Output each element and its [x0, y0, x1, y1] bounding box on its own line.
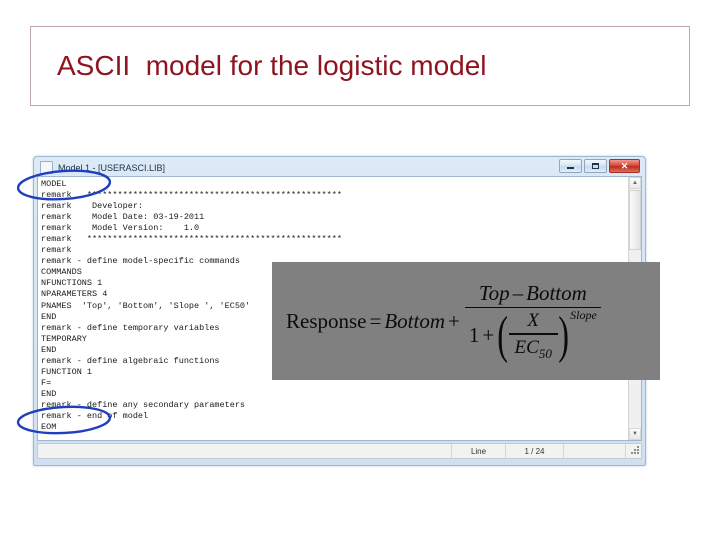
main-fraction: Top–Bottom 1 + ( X EC50 ) Slope: [464, 281, 601, 365]
window-controls[interactable]: ✕: [559, 159, 640, 173]
status-line-label: Line: [452, 444, 506, 458]
code-line: END: [41, 311, 57, 322]
code-line: remark - define algebraic functions: [41, 355, 220, 366]
status-blank-left: [38, 444, 452, 458]
code-line: END: [41, 388, 57, 399]
code-line: F=: [41, 377, 52, 388]
paren-close: ): [558, 307, 569, 365]
status-line-value: 1 / 24: [506, 444, 564, 458]
logistic-equation: Response = Bottom + Top–Bottom 1 + ( X E…: [272, 281, 603, 362]
code-line: TEMPORARY: [41, 333, 87, 344]
ec-label: EC: [514, 336, 539, 358]
denominator-plus: +: [482, 323, 495, 348]
minimize-icon: [567, 167, 574, 169]
code-line: remark Model Date: 03-19-2011: [41, 212, 205, 223]
maximize-icon: [592, 163, 599, 169]
denominator-one: 1: [468, 323, 480, 348]
status-bar: Line 1 / 24: [37, 443, 642, 459]
numerator-minus: –: [512, 280, 524, 305]
scroll-up-arrow-icon[interactable]: ▲: [629, 177, 641, 189]
paren-open: (: [497, 307, 509, 365]
resize-grip-icon[interactable]: [626, 444, 641, 458]
scrollbar-thumb[interactable]: [629, 190, 641, 250]
code-line: remark - define model-specific commands: [41, 256, 240, 267]
fraction-bar: [464, 306, 601, 309]
code-line: PNAMES 'Top', 'Bottom', 'Slope ', 'EC50': [41, 300, 251, 311]
formula-bottom-term: Bottom: [384, 308, 446, 333]
slope-exponent: Slope: [570, 308, 597, 323]
ec-subscript: 50: [538, 345, 552, 361]
minimize-button[interactable]: [559, 159, 582, 173]
document-icon: [40, 161, 53, 174]
code-line: remark *********************************…: [41, 234, 342, 245]
close-icon: ✕: [620, 160, 629, 171]
numerator-top: Top: [478, 280, 510, 305]
status-blank-right: [564, 444, 626, 458]
fraction-denominator: 1 + ( X EC50 ) Slope: [465, 307, 601, 365]
code-line: FUNCTION 1: [41, 366, 93, 377]
code-line: remark: [41, 245, 72, 256]
window-titlebar[interactable]: Model 1 - [USERASCI.LIB] ✕: [37, 159, 642, 176]
code-line: COMMANDS: [41, 267, 82, 278]
code-line: END: [41, 344, 57, 355]
inner-fraction-bar: [508, 333, 558, 335]
parenthesized-ratio: ( X EC50 ) Slope: [497, 307, 597, 365]
code-line: remark - define temporary variables: [41, 322, 220, 333]
formula-plus: +: [448, 308, 460, 333]
code-line: MODEL: [41, 179, 67, 189]
code-line: remark Model Version: 1.0: [41, 223, 200, 234]
code-line: NFUNCTIONS 1: [41, 278, 103, 289]
code-line: remark Developer:: [41, 201, 144, 212]
maximize-button[interactable]: [584, 159, 607, 173]
inner-numerator: X: [527, 310, 539, 332]
formula-overlay: Response = Bottom + Top–Bottom 1 + ( X E…: [272, 262, 660, 380]
formula-lhs: Response: [286, 308, 367, 333]
code-line: remark *********************************…: [41, 190, 342, 201]
code-line: EOM: [41, 422, 57, 433]
inner-denominator: EC50: [509, 335, 558, 362]
fraction-numerator: Top–Bottom: [475, 281, 591, 307]
inner-fraction: X EC50: [508, 310, 558, 362]
code-line: remark - end of model: [41, 410, 149, 421]
slide-title-box: ASCII model for the logistic model: [30, 26, 690, 106]
page-title: ASCII model for the logistic model: [57, 50, 487, 81]
window-title: Model 1 - [USERASCI.LIB]: [58, 162, 166, 173]
code-line: NPARAMETERS 4: [41, 289, 108, 300]
formula-equals: =: [369, 308, 382, 333]
close-button[interactable]: ✕: [609, 159, 640, 173]
numerator-bottom: Bottom: [526, 280, 587, 305]
code-line: remark - define any secondary parameters: [41, 399, 246, 410]
scroll-down-arrow-icon[interactable]: ▼: [629, 428, 641, 440]
